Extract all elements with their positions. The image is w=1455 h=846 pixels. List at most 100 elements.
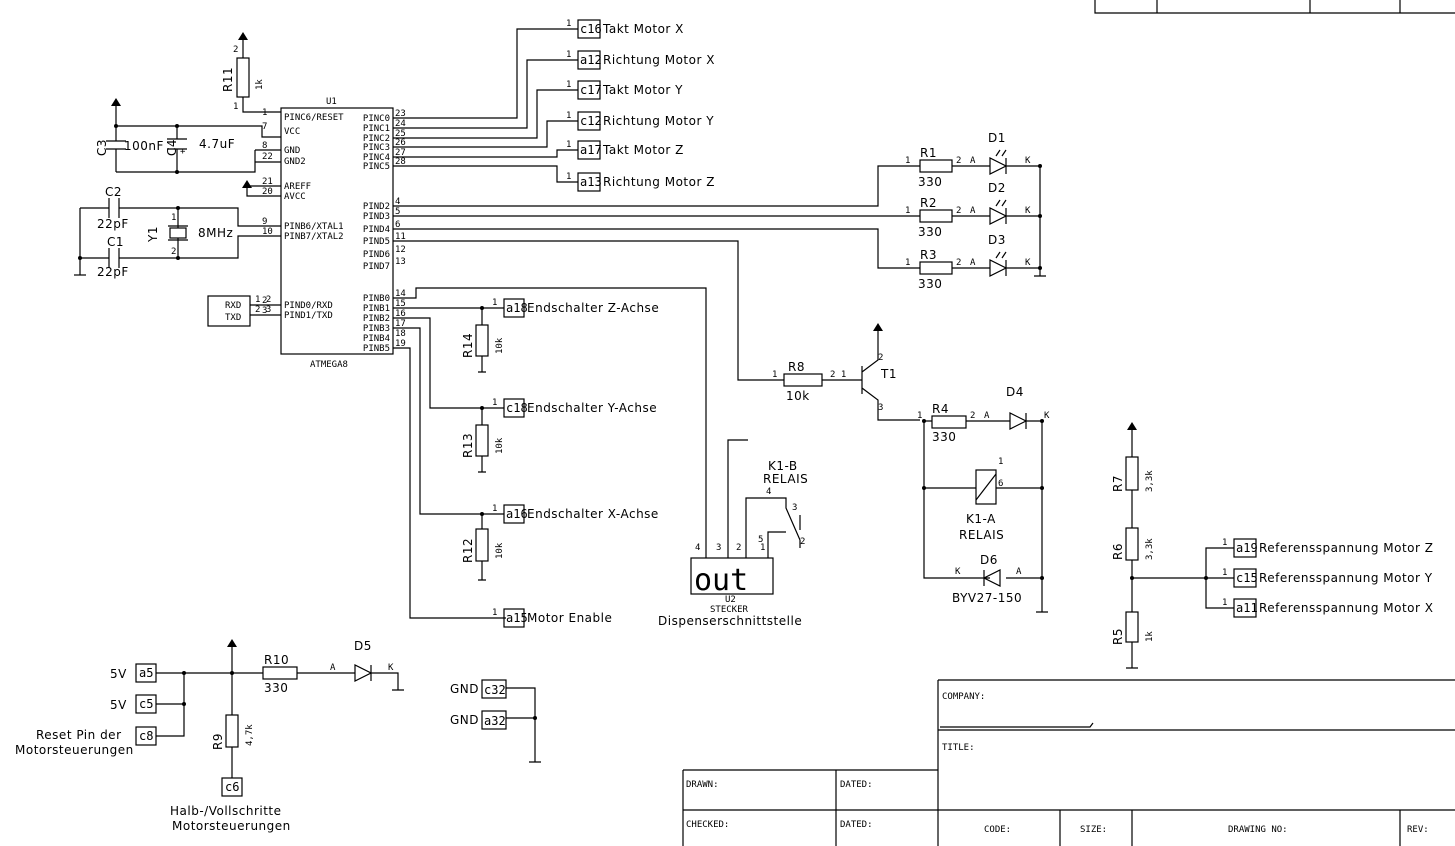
reset-pullup: R11 1k 2 1 bbox=[221, 32, 281, 113]
resistor-r8 bbox=[783, 373, 823, 387]
ic-pin-name-right: PINB1 bbox=[363, 304, 390, 314]
connector-a19 bbox=[1233, 538, 1257, 558]
ic-pin-num-left: 20 bbox=[262, 187, 273, 197]
ic-left-pins: PINC6/RESET1VCC7GND8GND222AREFF21AVCC20P… bbox=[262, 108, 344, 321]
halb-label-1: Halb-/Vollschritte bbox=[170, 804, 282, 818]
ic-pin-name-right: PIND5 bbox=[363, 237, 390, 247]
vcc-arrow-4 bbox=[873, 323, 883, 331]
relay-driver: R8 10k 1 2 1 T1 2 3 R4 330 D4 1 2 A K 1 … bbox=[393, 240, 1050, 613]
svg-text:1: 1 bbox=[233, 102, 238, 112]
connector-pin: c15 bbox=[1236, 571, 1258, 585]
r3-value: 330 bbox=[918, 277, 942, 291]
r2-value: 330 bbox=[918, 225, 942, 239]
ic-pin-num-right: 6 bbox=[395, 220, 400, 230]
connector-pin: a15 bbox=[506, 611, 528, 625]
svg-text:1: 1 bbox=[171, 213, 176, 223]
svg-text:1: 1 bbox=[998, 457, 1003, 467]
svg-text:2: 2 bbox=[956, 156, 961, 166]
capacitor-c3 bbox=[106, 140, 126, 150]
svg-text:2 1: 2 1 bbox=[830, 370, 846, 380]
c1-value: 22pF bbox=[97, 265, 129, 279]
uart-txd: TXD bbox=[225, 313, 241, 323]
avcc-supply bbox=[242, 180, 281, 197]
tb-rev: REV: bbox=[1407, 825, 1429, 835]
ic-pin-name-right: PINB4 bbox=[363, 334, 390, 344]
connector-pin: a11 bbox=[1236, 601, 1258, 615]
pin-a32: a32 bbox=[484, 714, 506, 728]
resistor-r12 bbox=[475, 528, 489, 562]
svg-text:2: 2 bbox=[970, 411, 975, 421]
net-gnd-a: GND bbox=[450, 682, 479, 696]
d1-ref: D1 bbox=[988, 131, 1006, 145]
c3-value: 100nF bbox=[124, 139, 164, 153]
tb-dated-1: DATED: bbox=[840, 780, 873, 790]
ic-pin-num-right: 26 bbox=[395, 138, 406, 148]
ic-pin-num-left: 21 bbox=[262, 177, 273, 187]
ic-pin-num-left: 9 bbox=[262, 217, 267, 227]
svg-text:A: A bbox=[970, 156, 976, 166]
pin-c6: c6 bbox=[225, 780, 239, 794]
ic-pin-name-left: PINC6/RESET bbox=[284, 113, 344, 123]
tb-drawn: DRAWN: bbox=[686, 780, 719, 790]
connector-pin-number: 1 bbox=[566, 111, 571, 121]
y1-value: 8MHz bbox=[198, 226, 233, 240]
connector-pin: c17 bbox=[580, 83, 602, 97]
connector-pin-number: 1 bbox=[566, 19, 571, 29]
tb-size: SIZE: bbox=[1080, 825, 1107, 835]
connector-pin-number: 1 bbox=[566, 80, 571, 90]
connector-a11 bbox=[1233, 598, 1257, 618]
connector-label: Takt Motor X bbox=[602, 22, 684, 36]
vcc-arrow bbox=[238, 32, 248, 40]
pin-c5: c5 bbox=[139, 697, 153, 711]
svg-text:+: + bbox=[180, 147, 186, 157]
k1b-ref: K1-B bbox=[768, 459, 798, 473]
svg-text:6: 6 bbox=[998, 479, 1003, 489]
ic-pin-name-right: PIND4 bbox=[363, 225, 390, 235]
ic-pin-num-right: 23 bbox=[395, 109, 406, 119]
stecker-type: STECKER bbox=[710, 605, 749, 615]
halb-label-2: Motorsteuerungen bbox=[172, 819, 291, 833]
title-block: COMPANY: TITLE: DRAWN: DATED: CHECKED: D… bbox=[682, 679, 1455, 846]
ic-pin-name-right: PINB3 bbox=[363, 324, 390, 334]
ic-pin-name-right: PIND7 bbox=[363, 262, 390, 272]
connector-pin: c12 bbox=[580, 114, 602, 128]
ic-pin-num-right: 19 bbox=[395, 339, 406, 349]
y1-ref: Y1 bbox=[146, 226, 160, 243]
resistor-r7 bbox=[1125, 456, 1139, 491]
r4-value: 330 bbox=[932, 430, 956, 444]
connector-pin: a13 bbox=[580, 175, 602, 189]
c3-ref: C3 bbox=[95, 139, 109, 156]
resistor-r3 bbox=[919, 261, 953, 275]
ic-pin-name-right: PINC1 bbox=[363, 124, 390, 134]
capacitor-c1 bbox=[108, 248, 120, 268]
reset-label-2: Motorsteuerungen bbox=[15, 743, 134, 757]
svg-text:K: K bbox=[1025, 206, 1031, 216]
ic-pin-num-left: 1 bbox=[262, 108, 267, 118]
svg-text:3: 3 bbox=[716, 543, 721, 553]
connector-pin-number: 1 bbox=[566, 50, 571, 60]
svg-text:1: 1 bbox=[905, 258, 910, 268]
ic-pin-num-right: 25 bbox=[395, 129, 406, 139]
connector-label: Motor Enable bbox=[527, 611, 612, 625]
svg-text:1: 1 bbox=[760, 543, 765, 553]
d6-ref: D6 bbox=[980, 553, 998, 567]
uart-rxd: RXD bbox=[225, 301, 241, 311]
d6-value: BYV27-150 bbox=[952, 591, 1022, 605]
r8-value: 10k bbox=[786, 389, 810, 403]
ic-pin-name-left: GND2 bbox=[284, 157, 306, 167]
resistor-r10 bbox=[262, 666, 298, 680]
svg-text:1: 1 bbox=[905, 156, 910, 166]
connector-c6 bbox=[221, 777, 243, 797]
ic-pin-name-right: PINC3 bbox=[363, 143, 390, 153]
resistor-r4 bbox=[931, 415, 967, 429]
svg-text:2: 2 bbox=[956, 258, 961, 268]
led-bank-wires bbox=[393, 165, 1046, 277]
connector-pin-number: 1 bbox=[492, 504, 497, 514]
svg-text:4: 4 bbox=[766, 487, 771, 497]
pin-c8: c8 bbox=[139, 729, 153, 743]
ic-pin-num-left: 7 bbox=[262, 122, 267, 132]
svg-text:A: A bbox=[330, 663, 336, 673]
net-5v-a: 5V bbox=[110, 667, 127, 681]
